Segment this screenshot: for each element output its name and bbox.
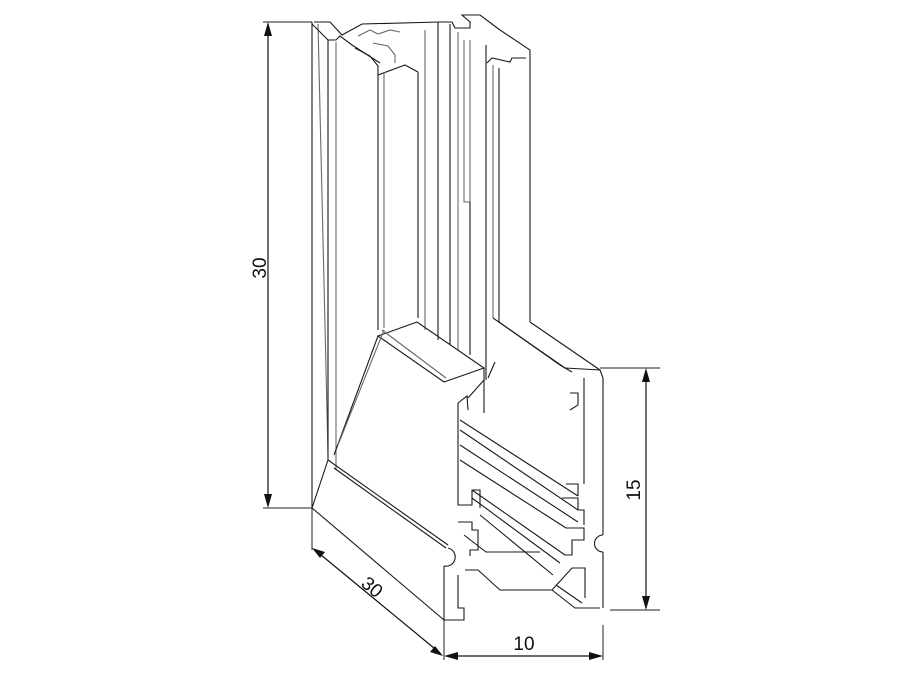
dimension-height-base: 15	[600, 367, 660, 611]
dimension-width: 10	[444, 625, 604, 660]
dimension-label-depth: 30	[357, 573, 387, 603]
dimension-depth: 30	[311, 508, 445, 660]
dimension-label-height-base: 15	[624, 479, 645, 500]
profile-outline	[311, 14, 604, 621]
dimension-height-total: 30	[250, 21, 312, 509]
dimension-label-height-total: 30	[250, 257, 271, 278]
dimension-label-width: 10	[513, 634, 534, 655]
